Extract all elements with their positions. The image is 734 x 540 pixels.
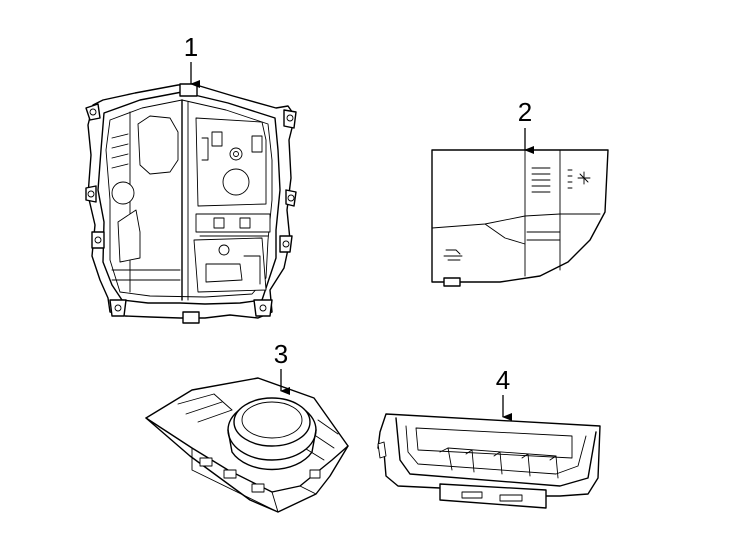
part-2-switch-panel[interactable] (431, 149, 609, 287)
part-4-storage-tray[interactable] (377, 413, 601, 509)
callout-1: 1 (184, 32, 200, 88)
callout-label: 4 (496, 365, 510, 395)
part-1-housing[interactable] (85, 83, 297, 324)
part-3-controller-knob[interactable] (145, 377, 349, 513)
callout-3: 3 (274, 339, 290, 395)
callout-2: 2 (518, 97, 534, 154)
callout-label: 2 (518, 97, 532, 127)
callout-label: 3 (274, 339, 288, 369)
callout-4: 4 (496, 365, 512, 421)
callout-label: 1 (184, 32, 198, 62)
